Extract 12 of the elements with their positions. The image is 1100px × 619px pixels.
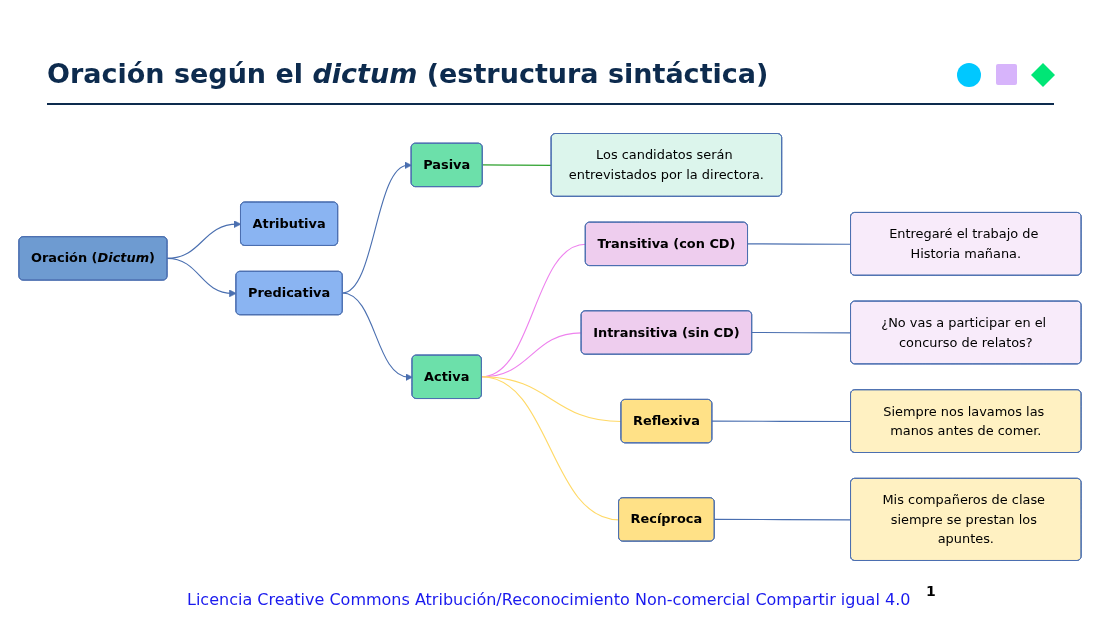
connector [746, 243, 852, 245]
slide-title: Oración según el dictum (estructura sintáctica) [47, 58, 769, 89]
arrow [341, 292, 413, 381]
license-link: Licencia Creative Commons Atribución/Reconocimiento Non-comercial Compartir igual 4.0 [187, 590, 911, 609]
connector [711, 420, 852, 423]
connector [713, 518, 852, 521]
arrow [166, 257, 237, 297]
connector [481, 164, 553, 166]
connector [480, 376, 620, 521]
arrow [341, 162, 412, 294]
connector [751, 331, 852, 334]
page-number: 1 [926, 583, 936, 599]
